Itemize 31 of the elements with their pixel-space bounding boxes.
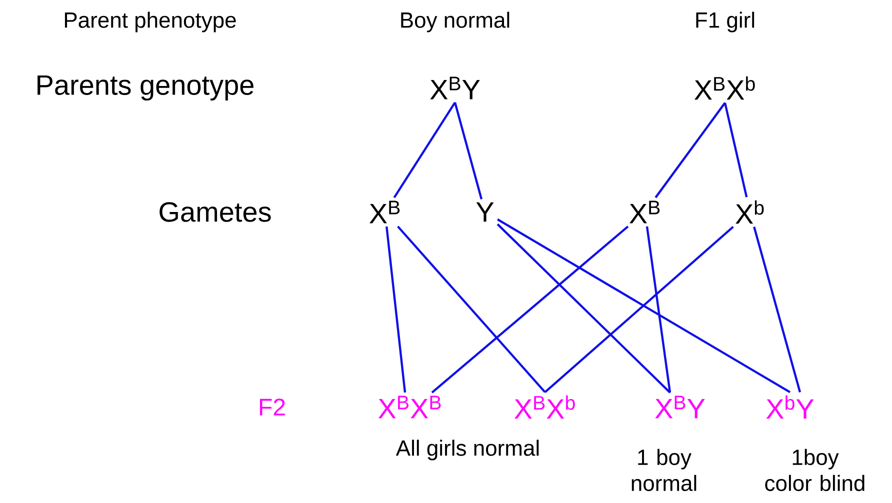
- label-text: 1boy color blind: [765, 448, 864, 492]
- genotype-text: X$^{B}$Y: [430, 76, 480, 100]
- label-text: Gametes: [160, 202, 271, 222]
- genotype-text: X$^{B}$X$^{b}$: [694, 76, 755, 100]
- offspring-genotype: X$^{B}$X$^{B}$: [378, 396, 441, 418]
- offspring-genotype: X$^{b}$Y: [766, 395, 814, 419]
- genotype-text: X$^{B}$: [630, 200, 660, 224]
- label-text: F1 girl: [696, 12, 754, 32]
- label-text: Parent phenotype: [64, 12, 236, 32]
- offspring-genotype: X$^{B}$Y: [655, 396, 705, 418]
- connector-line: [431, 226, 629, 394]
- label-text: All girls normal: [396, 440, 539, 460]
- connector-line: [654, 102, 726, 198]
- connector-line: [753, 226, 802, 392]
- genotype-text: Y: [476, 202, 494, 222]
- genotype-text: X$^{b}$: [736, 200, 764, 224]
- connector-line: [544, 226, 734, 393]
- label-text: Parents genotype: [38, 75, 254, 101]
- connector-line: [724, 102, 748, 198]
- connector-line: [496, 218, 791, 394]
- connector-line: [393, 102, 456, 198]
- label-text: F2: [260, 398, 285, 416]
- connector-line: [646, 226, 672, 393]
- connector-line: [386, 226, 406, 393]
- genotype-text: X$^{B}$: [370, 200, 400, 224]
- offspring-genotype: X$^{B}$X$^{b}$: [514, 395, 575, 419]
- label-text: Boy normal: [401, 12, 510, 32]
- connector-line: [496, 223, 671, 394]
- connector-line: [397, 226, 546, 393]
- label-text: 1 boy normal: [632, 448, 696, 492]
- connector-line: [454, 102, 483, 200]
